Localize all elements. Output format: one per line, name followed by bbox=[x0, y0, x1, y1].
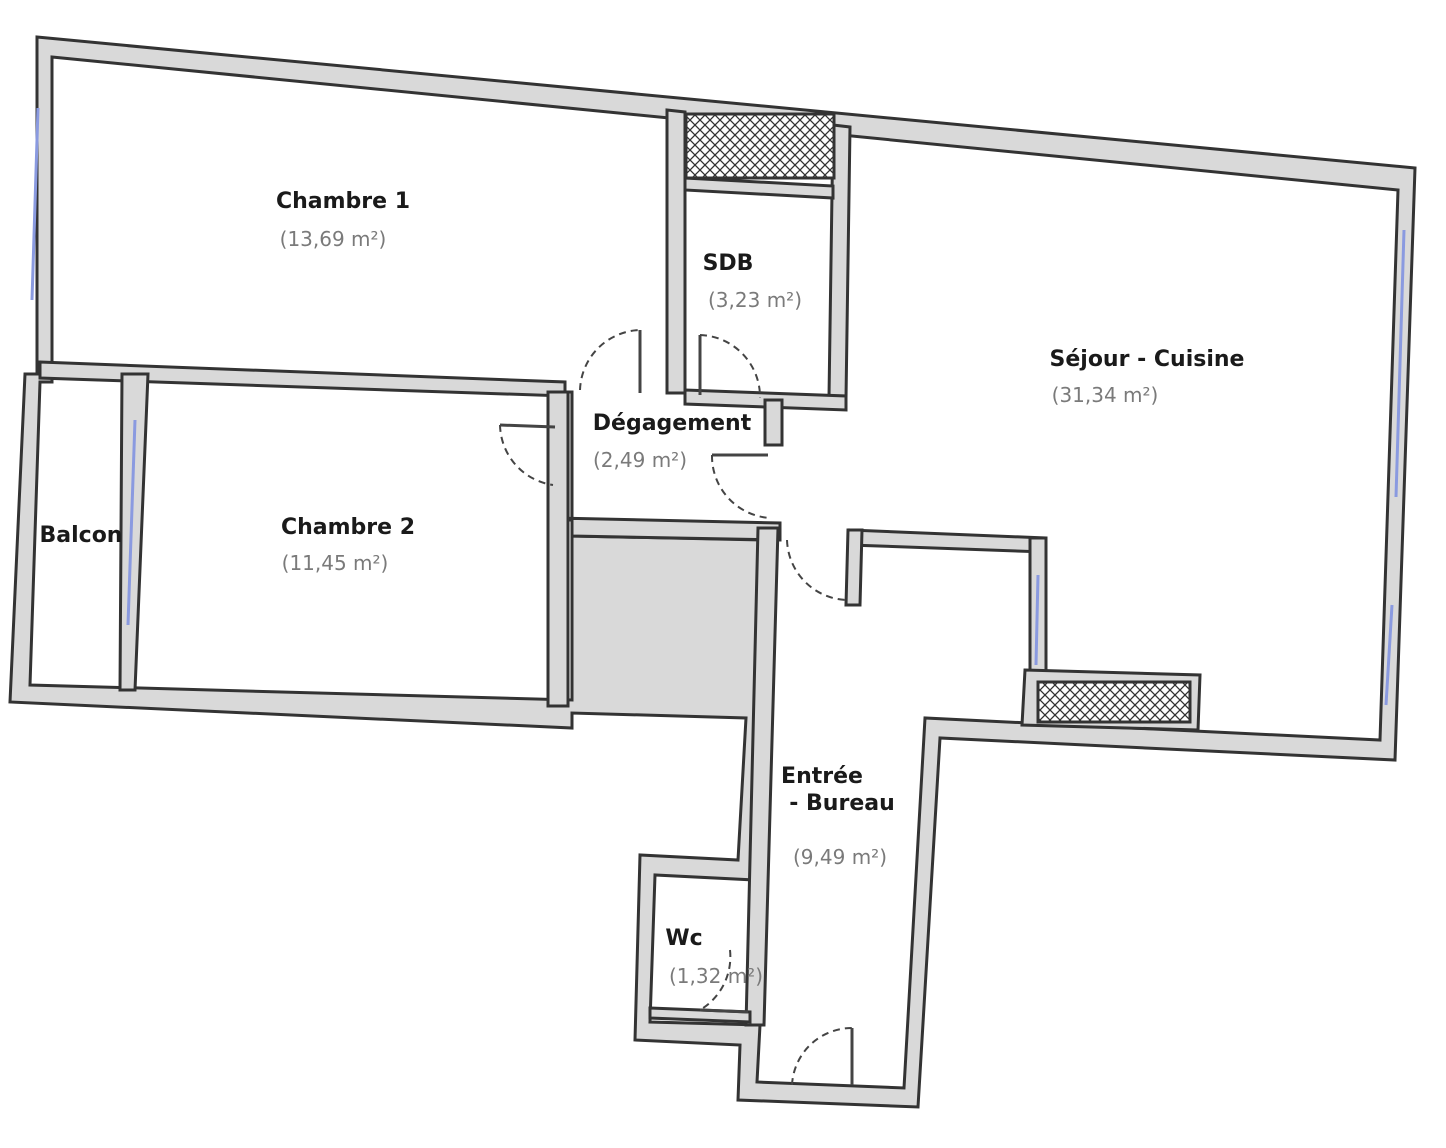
room-name: Wc bbox=[665, 926, 702, 951]
room-area: (3,23 m²) bbox=[708, 288, 802, 312]
room-name-line1: Entrée bbox=[781, 764, 863, 789]
room-entree-bureau: Entrée - Bureau (9,49 m²) bbox=[781, 764, 895, 869]
room-name: Chambre 2 bbox=[281, 515, 415, 540]
room-name: Balcon bbox=[40, 523, 123, 548]
room-area: (13,69 m²) bbox=[280, 227, 387, 251]
room-sdb: SDB (3,23 m²) bbox=[703, 251, 802, 312]
doors bbox=[499, 329, 854, 1086]
duct-bottom bbox=[1036, 680, 1192, 724]
room-balcon: Balcon bbox=[40, 523, 123, 548]
room-name: Séjour - Cuisine bbox=[1050, 347, 1245, 372]
room-sejour-cuisine: Séjour - Cuisine (31,34 m²) bbox=[1050, 347, 1245, 407]
room-area: (11,45 m²) bbox=[282, 551, 389, 575]
duct-top bbox=[684, 112, 836, 180]
room-area: (9,49 m²) bbox=[793, 845, 887, 869]
outer-walls bbox=[8, 35, 1417, 1109]
room-area: (1,32 m²) bbox=[669, 964, 763, 988]
room-area: (31,34 m²) bbox=[1052, 383, 1159, 407]
room-chambre-2: Chambre 2 (11,45 m²) bbox=[281, 515, 415, 575]
room-name: Dégagement bbox=[593, 411, 752, 436]
room-area: (2,49 m²) bbox=[593, 448, 687, 472]
room-chambre-1: Chambre 1 (13,69 m²) bbox=[276, 189, 410, 251]
room-degagement: Dégagement (2,49 m²) bbox=[593, 411, 752, 472]
room-name: Chambre 1 bbox=[276, 189, 410, 214]
room-wc: Wc (1,32 m²) bbox=[665, 926, 763, 988]
room-name-line2: - Bureau bbox=[789, 791, 895, 816]
windows bbox=[30, 107, 1406, 706]
room-name: SDB bbox=[703, 251, 754, 276]
